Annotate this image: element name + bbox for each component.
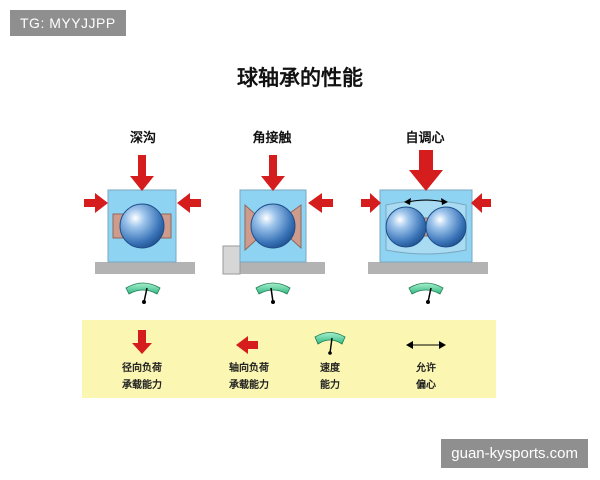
self-aligning-label: 自调心	[405, 131, 445, 146]
red-down-arrow-icon	[130, 155, 154, 191]
legend-item-radial: 径向负荷承载能力	[122, 363, 162, 391]
speed-gauge-icon	[255, 282, 291, 295]
red-down-arrow-icon	[409, 150, 443, 191]
legend-item-misalignment: 允许偏心	[416, 363, 436, 391]
speed-gauge-icon	[125, 282, 161, 295]
red-left-arrow-icon	[308, 193, 333, 213]
angular-contact-bearing	[222, 155, 333, 304]
ball-icon	[425, 206, 467, 248]
legend-radial-arrow-icon	[132, 330, 152, 354]
red-right-arrow-icon	[84, 193, 108, 213]
red-left-arrow-icon	[177, 193, 201, 213]
deep-groove-bearing	[84, 155, 201, 304]
self-aligning-bearing	[361, 150, 491, 304]
watermark: guan-kysports.com	[441, 439, 588, 468]
legend-item-speed: 速度能力	[320, 363, 340, 391]
legend-gauge-icon	[314, 332, 346, 345]
ball-icon	[119, 203, 165, 249]
legend-item-axial: 轴向负荷承载能力	[229, 363, 269, 391]
red-down-arrow-icon	[261, 155, 285, 191]
red-left-arrow-icon	[471, 193, 491, 213]
deep-groove-label: 深沟	[129, 131, 157, 146]
tg-tag: TG: MYYJJPP	[10, 10, 126, 36]
page-title: 球轴承的性能	[237, 66, 363, 90]
ball-icon	[250, 203, 296, 249]
speed-gauge-icon	[408, 282, 444, 295]
legend-axial-arrow-icon	[236, 336, 258, 354]
double-arrow-icon	[407, 199, 445, 203]
angular-contact-label: 角接触	[252, 131, 292, 146]
legend-box	[82, 320, 496, 398]
ball-icon	[385, 206, 427, 248]
red-right-arrow-icon	[361, 193, 381, 213]
